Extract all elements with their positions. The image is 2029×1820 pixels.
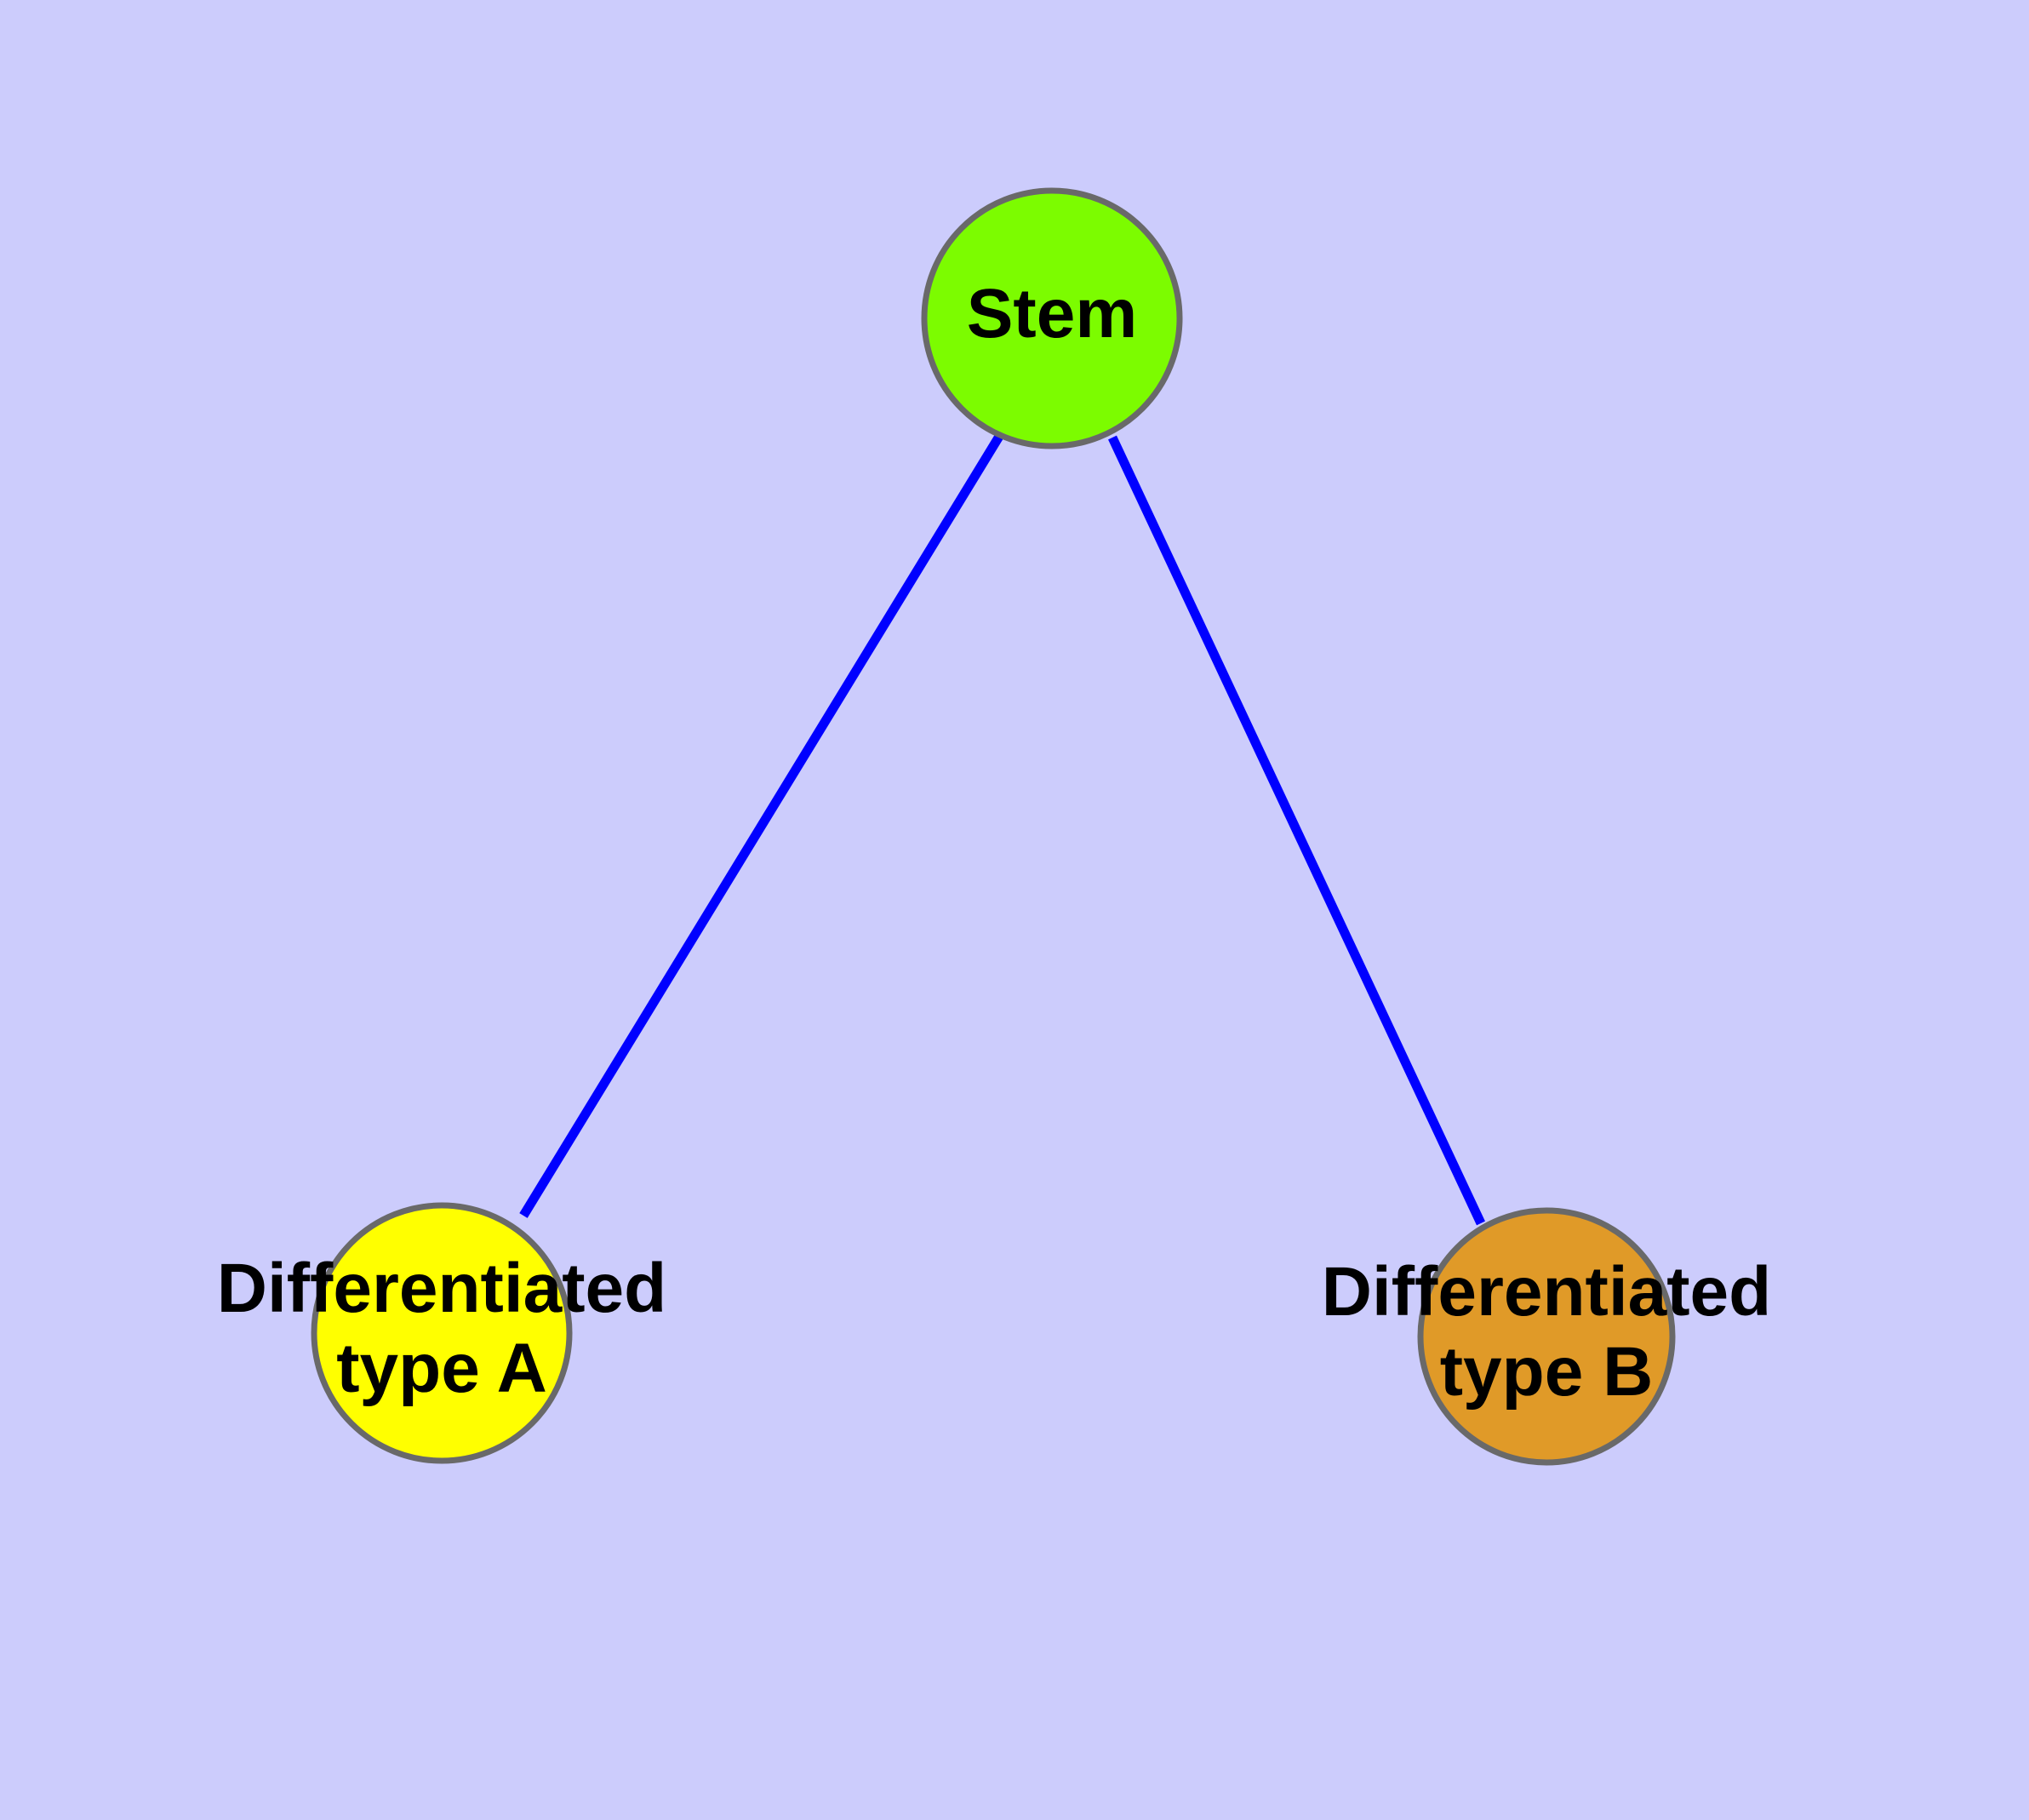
node-label-stem: Stem <box>967 275 1138 352</box>
edge-layer <box>519 432 1485 1226</box>
node-label-line: Differentiated <box>217 1250 667 1327</box>
node-diff_b[interactable] <box>1417 1207 1676 1466</box>
node-circle-diff_a[interactable] <box>311 1202 573 1464</box>
node-circle-diff_b[interactable] <box>1417 1207 1676 1466</box>
node-diff_a[interactable] <box>311 1202 573 1464</box>
node-stem[interactable] <box>921 187 1183 449</box>
node-label-line: type B <box>1440 1333 1654 1411</box>
node-label-line: Stem <box>967 275 1138 352</box>
edge-stem-diff_a[interactable] <box>519 432 1004 1218</box>
node-label-line: Differentiated <box>1322 1253 1772 1331</box>
node-circle-stem[interactable] <box>921 187 1183 449</box>
edge-stem-diff_b[interactable] <box>1108 435 1485 1226</box>
node-label-line: type A <box>336 1330 547 1407</box>
